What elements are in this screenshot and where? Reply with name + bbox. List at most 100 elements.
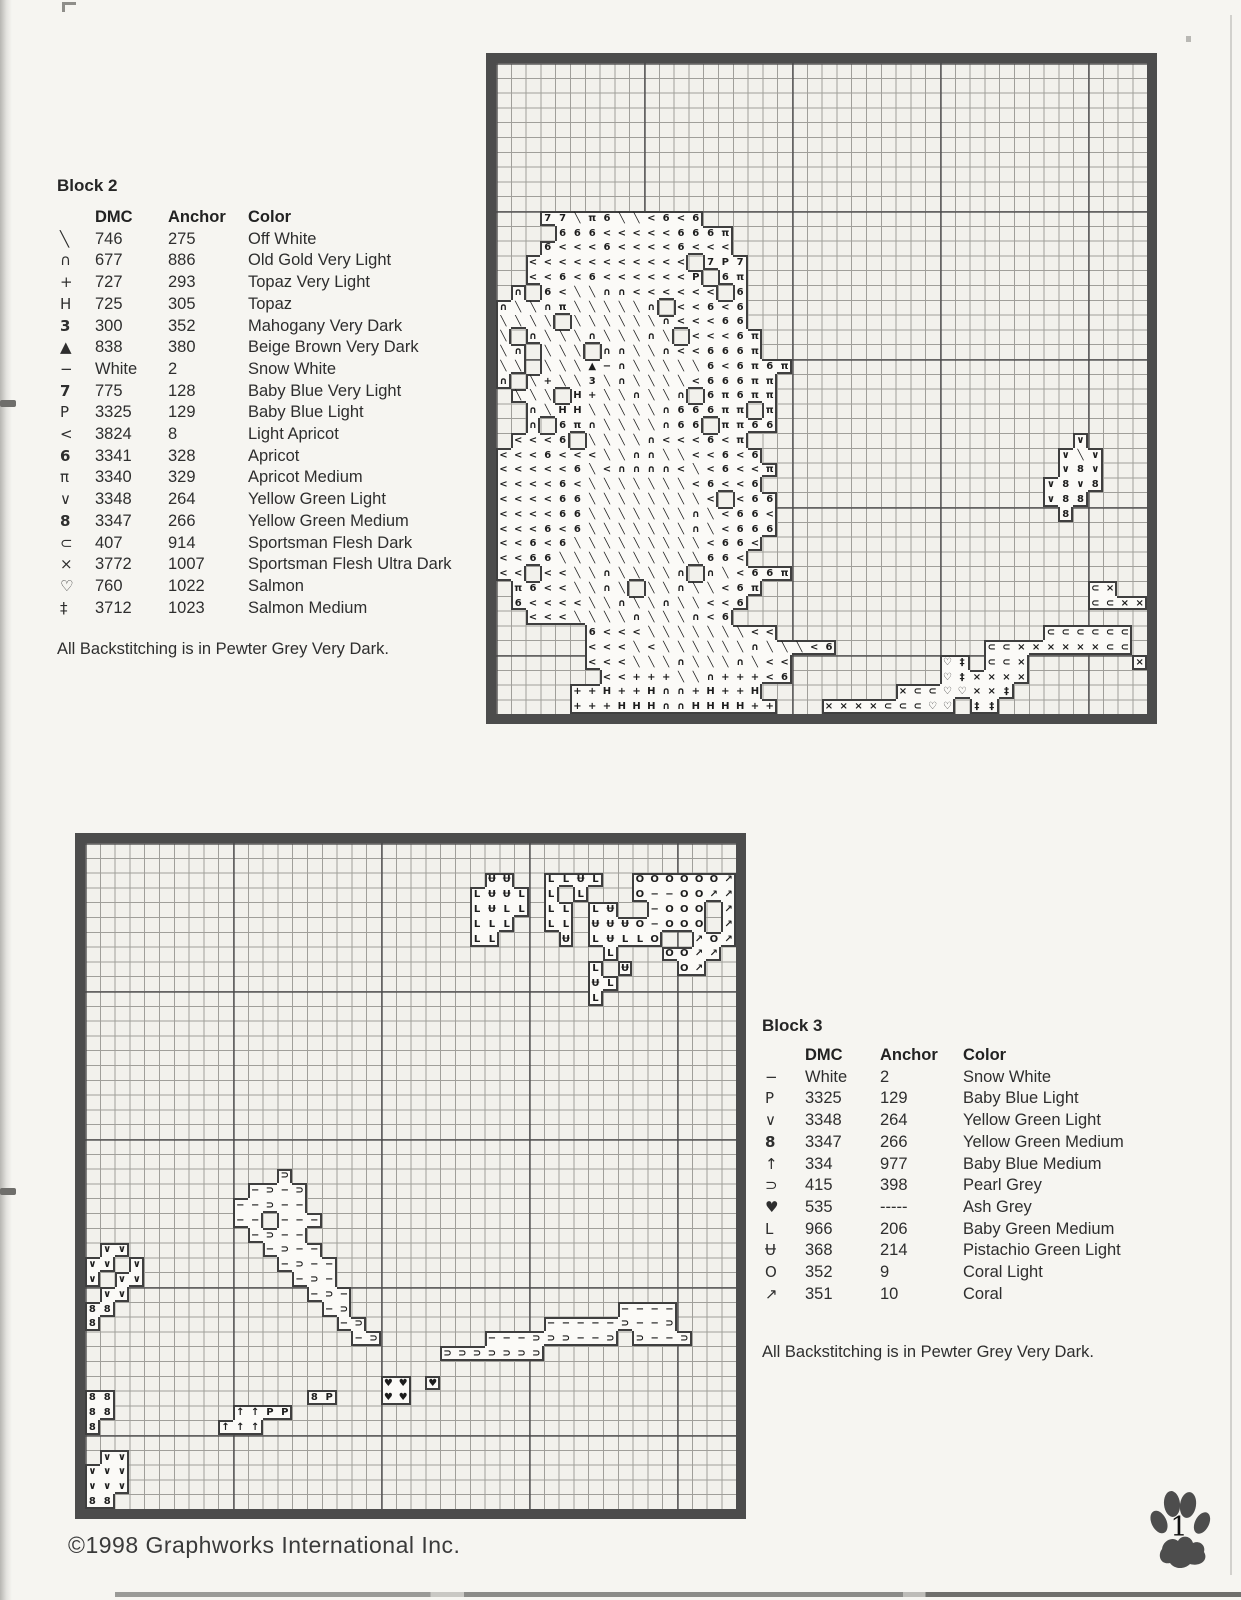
- grid-cell: [144, 932, 159, 947]
- grid-cell: [174, 1228, 189, 1243]
- grid-cell: [396, 1479, 411, 1494]
- grid-cell: [496, 241, 511, 256]
- grid-cell: [203, 858, 218, 873]
- grid-cell: [659, 107, 674, 122]
- grid-cell: [647, 1287, 662, 1302]
- stitch-cell: ╲: [643, 595, 659, 611]
- grid-cell: [807, 122, 822, 137]
- grid-cell: [1029, 625, 1044, 640]
- grid-cell: [674, 107, 689, 122]
- grid-cell: [174, 1346, 189, 1361]
- grid-cell: [1132, 684, 1147, 699]
- grid-cell: [337, 1346, 352, 1361]
- stitch-cell: ⊂: [1073, 625, 1088, 641]
- grid-cell: [277, 1139, 292, 1154]
- grid-cell: [632, 1479, 647, 1494]
- grid-cell: [470, 1257, 485, 1272]
- grid-cell: [248, 1257, 263, 1272]
- grid-cell: [1117, 492, 1132, 507]
- grid-cell: [174, 858, 189, 873]
- grid-cell: [396, 1213, 411, 1228]
- grid-cell: [425, 1124, 440, 1139]
- stitch-cell: −: [277, 1183, 293, 1199]
- grid-cell: [144, 1302, 159, 1317]
- grid-cell: [807, 107, 822, 122]
- stitch-cell: O: [691, 916, 707, 932]
- grid-cell: [896, 433, 911, 448]
- grid-cell: [100, 887, 115, 902]
- stitch-cell: ╲: [614, 506, 630, 522]
- grid-cell: [881, 492, 896, 507]
- grid-cell: [1073, 507, 1088, 522]
- grid-cell: [881, 655, 896, 670]
- grid-cell: [792, 463, 807, 478]
- grid-cell: [277, 1287, 292, 1302]
- grid-cell: [159, 1243, 174, 1258]
- grid-cell: [662, 1109, 677, 1124]
- grid-cell: [970, 300, 985, 315]
- grid-cell: [540, 640, 555, 655]
- grid-cell: [174, 917, 189, 932]
- grid-cell: [1073, 374, 1088, 389]
- stitch-cell: ╲: [658, 551, 674, 567]
- grid-cell: [706, 1213, 721, 1228]
- grid-cell: [1103, 78, 1118, 93]
- grid-cell: [544, 947, 559, 962]
- grid-cell: [514, 1287, 529, 1302]
- stitch-cell: <: [525, 506, 541, 522]
- stitch-cell: Ʉ: [499, 887, 515, 903]
- grid-cell: [322, 917, 337, 932]
- grid-cell: [115, 1346, 130, 1361]
- grid-cell: [896, 670, 911, 685]
- grid-cell: [1043, 63, 1058, 78]
- grid-cell: [496, 78, 511, 93]
- grid-cell: [144, 1124, 159, 1139]
- grid-cell: [573, 1213, 588, 1228]
- grid-cell: [910, 655, 925, 670]
- stitch-cell: ╲: [673, 625, 689, 641]
- grid-cell: [440, 1021, 455, 1036]
- grid-cell: [1117, 122, 1132, 137]
- grid-cell: [644, 122, 659, 137]
- dmc-number: 3347: [95, 511, 132, 530]
- grid-cell: [984, 181, 999, 196]
- grid-cell: [337, 1139, 352, 1154]
- grid-cell: [910, 670, 925, 685]
- grid-cell: [677, 1317, 692, 1332]
- grid-cell: [381, 1464, 396, 1479]
- grid-cell: [322, 1035, 337, 1050]
- anchor-number: 264: [168, 490, 196, 509]
- grid-cell: [129, 1243, 144, 1258]
- grid-cell: [1014, 241, 1029, 256]
- grid-cell: [499, 1361, 514, 1376]
- stitch-cell: π: [510, 580, 526, 596]
- grid-cell: [836, 596, 851, 611]
- dmc-number: 368: [805, 1241, 833, 1260]
- stitch-cell: H: [717, 699, 733, 715]
- grid-cell: [677, 1405, 692, 1420]
- grid-cell: [706, 1183, 721, 1198]
- stitch-cell: 8: [85, 1494, 100, 1509]
- grid-cell: [807, 196, 822, 211]
- grid-cell: [485, 961, 500, 976]
- grid-cell: [910, 359, 925, 374]
- grid-cell: [307, 887, 322, 902]
- anchor-number: 398: [880, 1176, 908, 1195]
- grid-cell: [866, 107, 881, 122]
- grid-cell: [573, 1390, 588, 1405]
- grid-cell: [396, 1302, 411, 1317]
- stitch-cell: π: [717, 225, 733, 241]
- grid-cell: [588, 1287, 603, 1302]
- grid-cell: [970, 522, 985, 537]
- grid-cell: [692, 1228, 707, 1243]
- grid-cell: [544, 1464, 559, 1479]
- grid-cell: [588, 1361, 603, 1376]
- stitch-cell: ↗: [721, 931, 737, 947]
- stitch-cell: ∩: [599, 344, 615, 359]
- grid-cell: [792, 448, 807, 463]
- stitch-cell: 6: [569, 225, 585, 241]
- grid-cell: [218, 1450, 233, 1465]
- color-name: Snow White: [248, 359, 337, 378]
- grid-cell: [733, 211, 748, 226]
